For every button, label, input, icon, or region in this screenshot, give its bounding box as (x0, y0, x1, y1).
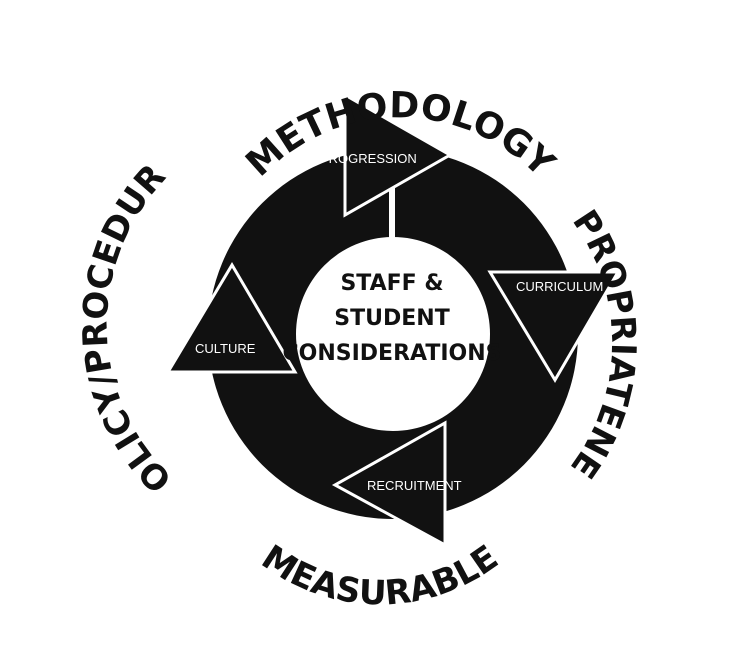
label-curriculum: CURRICULUM (516, 279, 603, 294)
arrowhead-curriculum (487, 270, 621, 383)
cycle-ring (208, 149, 578, 519)
arrowhead-recruitment (331, 420, 447, 548)
arrowhead-culture (165, 262, 298, 374)
center-line-1: STAFF & (340, 271, 443, 296)
outer-label-left: POLICY/PROCEDURES (0, 0, 180, 500)
arrowhead-progression (343, 92, 454, 218)
label-recruitment: RECRUITMENT (367, 478, 462, 493)
label-progression: PROGRESSION (320, 151, 417, 166)
center-line-3: CONSIDERATIONS (283, 341, 502, 366)
label-culture: CULTURE (195, 341, 256, 356)
outer-label-bottom: MEASURABLE (254, 537, 505, 613)
center-line-2: STUDENT (334, 306, 449, 331)
